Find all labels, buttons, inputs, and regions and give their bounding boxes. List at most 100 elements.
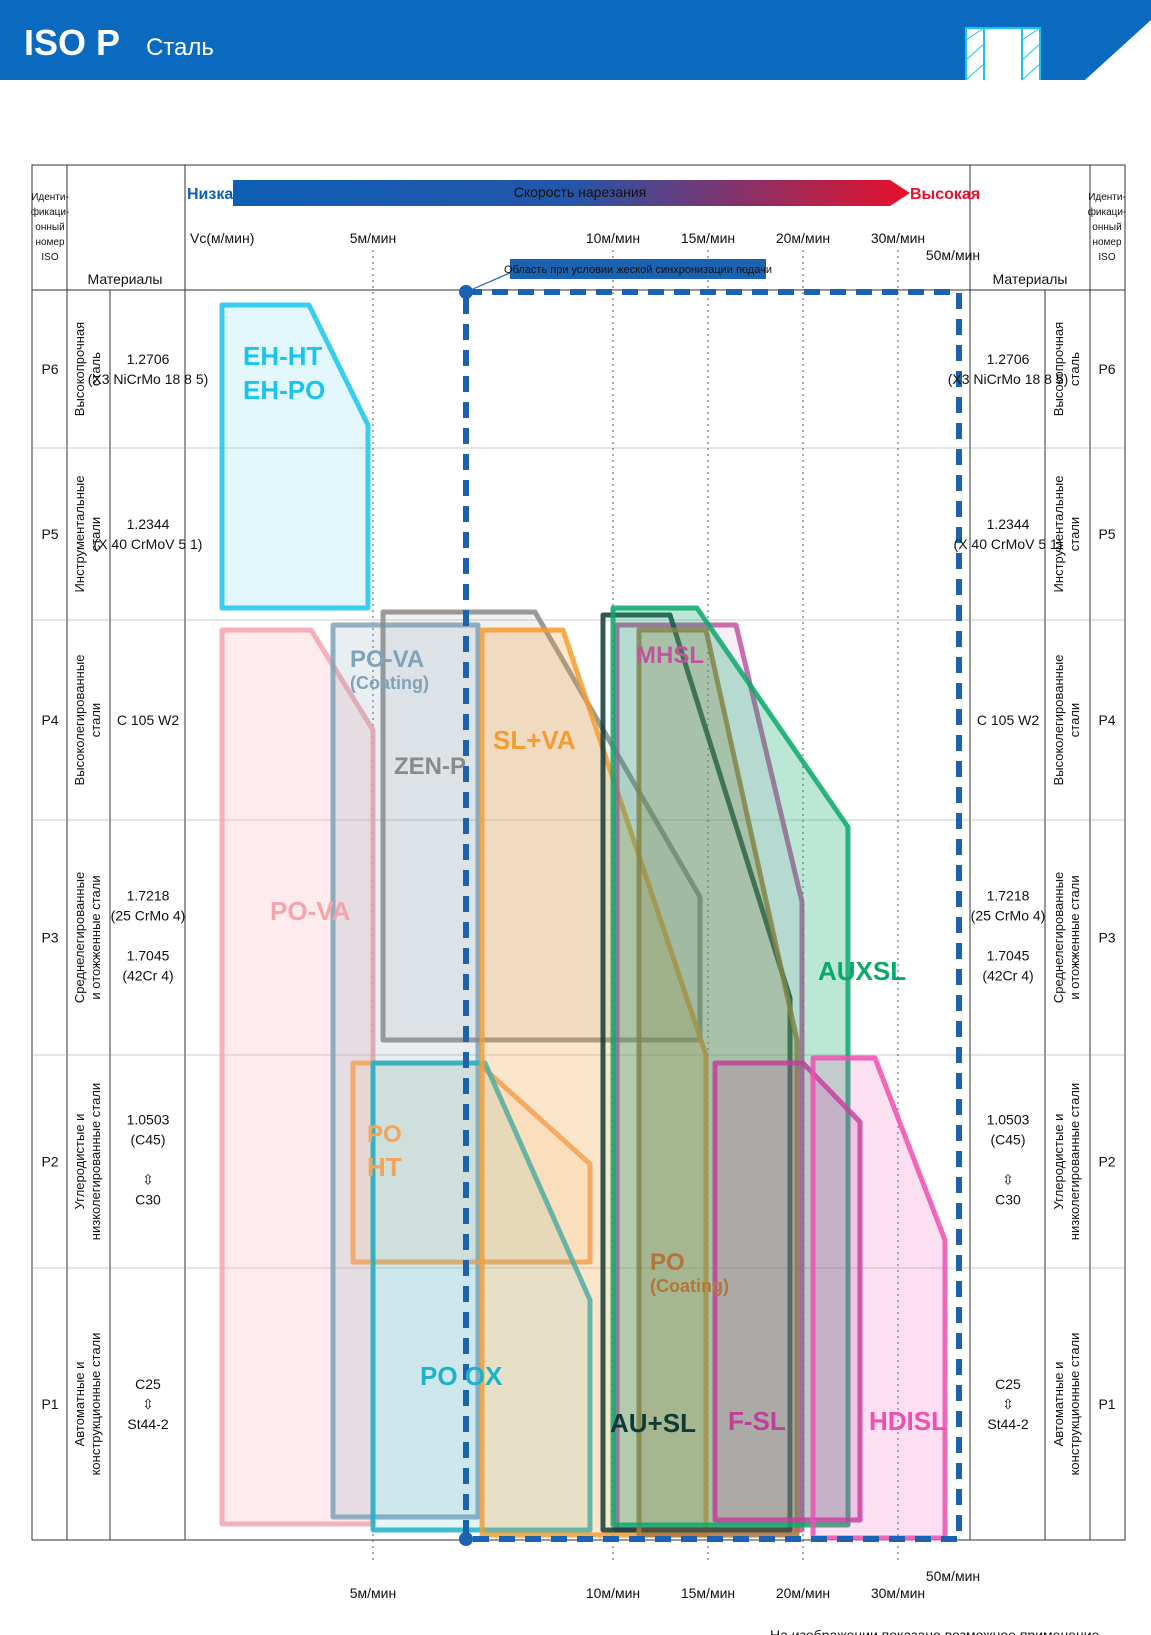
row-iso-id-left: P6 <box>41 361 58 377</box>
series-label-au-sl: AU+SL <box>610 1408 696 1438</box>
x-tick-label-top: 50м/мин <box>926 247 980 263</box>
iso-id-header-left: онный <box>35 222 64 233</box>
row-material-left: ⇳ <box>142 1172 154 1188</box>
row-material-right: (X3 NiCrMo 18 8 5) <box>948 371 1069 387</box>
row-group-label-left: сталь <box>88 352 103 386</box>
row-group-label-right: Инструментальные <box>1051 476 1066 593</box>
series-label-po-va: PO-VA <box>350 646 424 673</box>
row-material-right: 1.2706 <box>987 351 1030 367</box>
row-material-right: (X 40 CrMoV 5 1) <box>954 536 1063 552</box>
row-material-right: ⇳ <box>1002 1172 1014 1188</box>
row-material-right: (42Cr 4) <box>982 968 1033 984</box>
row-iso-id-right: P2 <box>1098 1154 1115 1170</box>
series-label-hdisl: HDISL <box>869 1406 947 1436</box>
iso-id-header-right: номер <box>1092 237 1122 248</box>
x-tick-label-bottom: 5м/мин <box>350 1585 396 1601</box>
row-group-label-right: низколегированные стали <box>1067 1083 1082 1240</box>
row-material-right: C30 <box>995 1192 1021 1208</box>
row-material-left: 1.7218 <box>127 888 170 904</box>
series-area-au-sl <box>600 612 793 1533</box>
row-group-label-left: Среднелегированные <box>72 872 87 1003</box>
row-iso-id-right: P4 <box>1098 712 1115 728</box>
row-group-label-right: и отожженные стали <box>1067 875 1082 999</box>
series-sub-label-po-va: (Coating) <box>350 673 429 693</box>
iso-id-header-right: фикаци- <box>1088 206 1127 218</box>
series-sub-label-po: HT <box>367 1152 402 1182</box>
series-label-auxsl: AUXSL <box>818 956 906 986</box>
x-tick-label-bottom: 50м/мин <box>926 1568 980 1584</box>
row-material-left: (42Cr 4) <box>122 968 173 984</box>
row-material-right: ⇳ <box>1002 1396 1014 1412</box>
row-iso-id-right: P6 <box>1098 361 1115 377</box>
row-iso-id-left: P2 <box>41 1154 58 1170</box>
iso-id-header-left: ISO <box>41 252 58 263</box>
series-label-po-ox: PO OX <box>420 1361 503 1391</box>
row-group-label-right: Углеродистые и <box>1051 1114 1066 1210</box>
row-material-right: 1.0503 <box>987 1112 1030 1128</box>
row-material-left: C30 <box>135 1192 161 1208</box>
series-area-po <box>636 627 800 1538</box>
series-label-po: PO <box>367 1121 402 1148</box>
row-material-right: (25 CrMo 4) <box>971 908 1046 924</box>
row-iso-id-right: P3 <box>1098 930 1115 946</box>
row-material-left: St44-2 <box>127 1416 168 1432</box>
series-area-auxsl <box>610 605 851 1528</box>
x-tick-label-top: 20м/мин <box>776 230 830 246</box>
iso-id-header-right: Иденти- <box>1088 192 1126 203</box>
x-tick-label-bottom: 10м/мин <box>586 1585 640 1601</box>
row-group-label-left: стали <box>88 703 103 737</box>
row-material-right: St44-2 <box>987 1416 1028 1432</box>
sync-area-marker-bottom <box>459 1532 473 1546</box>
row-material-right: (C45) <box>990 1132 1025 1148</box>
x-tick-label-bottom: 30м/мин <box>871 1585 925 1601</box>
hole-section-icon <box>965 27 1041 80</box>
row-material-left: ⇳ <box>142 1396 154 1412</box>
series-label-zen-p: ZEN-P <box>394 753 466 780</box>
row-group-label-right: Автоматные и <box>1051 1362 1066 1447</box>
sync-area-label-box <box>510 259 766 279</box>
header-subtitle: Сталь <box>146 34 214 61</box>
x-tick-label-top: 10м/мин <box>586 230 640 246</box>
row-group-label-right: конструкционные стали <box>1067 1333 1082 1476</box>
vc-label: Vc(м/мин) <box>190 230 254 246</box>
row-material-left: C 105 W2 <box>117 712 179 728</box>
sync-area-pointer <box>465 271 513 293</box>
footnote: На изображении показано возможное примен… <box>770 1627 1100 1635</box>
row-group-label-left: конструкционные стали <box>88 1333 103 1476</box>
row-group-label-left: Углеродистые и <box>72 1114 87 1210</box>
row-material-right: 1.7045 <box>987 948 1030 964</box>
row-group-label-left: Инструментальные <box>72 476 87 593</box>
series-label-eh-po: EH-PO <box>243 375 325 405</box>
row-material-right: C 105 W2 <box>977 712 1039 728</box>
series-area-zen-p <box>380 609 703 1043</box>
speed-low-label: Низкая <box>187 186 243 203</box>
speed-high-label: Высокая <box>910 186 980 203</box>
row-group-label-left: Автоматные и <box>72 1362 87 1447</box>
sync-area-label: Область при условии жеской синхронизации… <box>504 264 772 276</box>
row-material-left: 1.2706 <box>127 351 170 367</box>
row-iso-id-left: P3 <box>41 930 58 946</box>
series-area-f-sl <box>712 1060 863 1523</box>
row-group-label-right: Высокопрочная <box>1051 322 1066 416</box>
row-group-label-left: и отожженные стали <box>88 875 103 999</box>
series-area-sl-va <box>479 627 709 1538</box>
series-area-po-va <box>330 622 481 1520</box>
series-label-po: PO <box>650 1249 685 1276</box>
page-header: ISO P Сталь <box>0 0 1151 80</box>
series-label-sl-va: SL+VA <box>493 725 576 755</box>
row-iso-id-right: P1 <box>1098 1396 1115 1412</box>
row-material-right: 1.2344 <box>987 516 1030 532</box>
row-iso-id-left: P4 <box>41 712 58 728</box>
row-material-left: (C45) <box>130 1132 165 1148</box>
series-sub-label-po: (Coating) <box>650 1276 729 1296</box>
series-label-po-va: PO-VA <box>270 896 351 926</box>
row-iso-id-left: P5 <box>41 526 58 542</box>
iso-id-header-left: номер <box>35 237 65 248</box>
iso-id-header-left: фикаци- <box>31 206 70 218</box>
row-group-label-left: Высоколегированные <box>72 655 87 786</box>
iso-id-header-right: онный <box>1092 222 1121 233</box>
row-material-right: C25 <box>995 1376 1021 1392</box>
row-material-left: C25 <box>135 1376 161 1392</box>
sync-area-border <box>463 289 962 1542</box>
